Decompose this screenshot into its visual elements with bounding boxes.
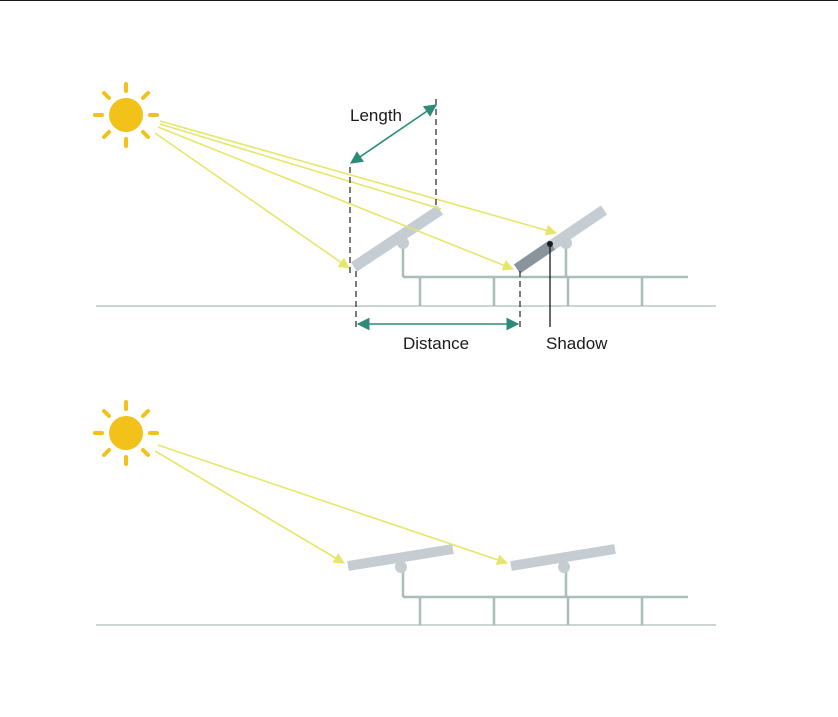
shadow-pointer-dot	[547, 241, 553, 247]
bottom-panel-2	[510, 544, 616, 571]
length-label: Length	[350, 106, 402, 125]
bottom-scene	[93, 400, 716, 626]
top-sun-rays	[154, 120, 558, 271]
shadow-label: Shadow	[546, 334, 608, 353]
sun-icon	[93, 82, 159, 148]
top-scene: Length Distance Shadow	[93, 82, 716, 353]
top-tracker-structure	[401, 246, 688, 306]
distance-label: Distance	[403, 334, 469, 353]
bottom-sun-rays	[154, 444, 509, 566]
top-panel-1	[350, 205, 444, 272]
bottom-pivot-1	[395, 561, 407, 573]
top-panel-2-shadow-area	[513, 240, 556, 274]
length-arrow	[349, 104, 438, 164]
sun-icon	[93, 400, 159, 466]
bottom-pivot-2	[558, 561, 570, 573]
bottom-tracker-structure	[401, 571, 688, 625]
bottom-panel-1	[347, 544, 454, 571]
